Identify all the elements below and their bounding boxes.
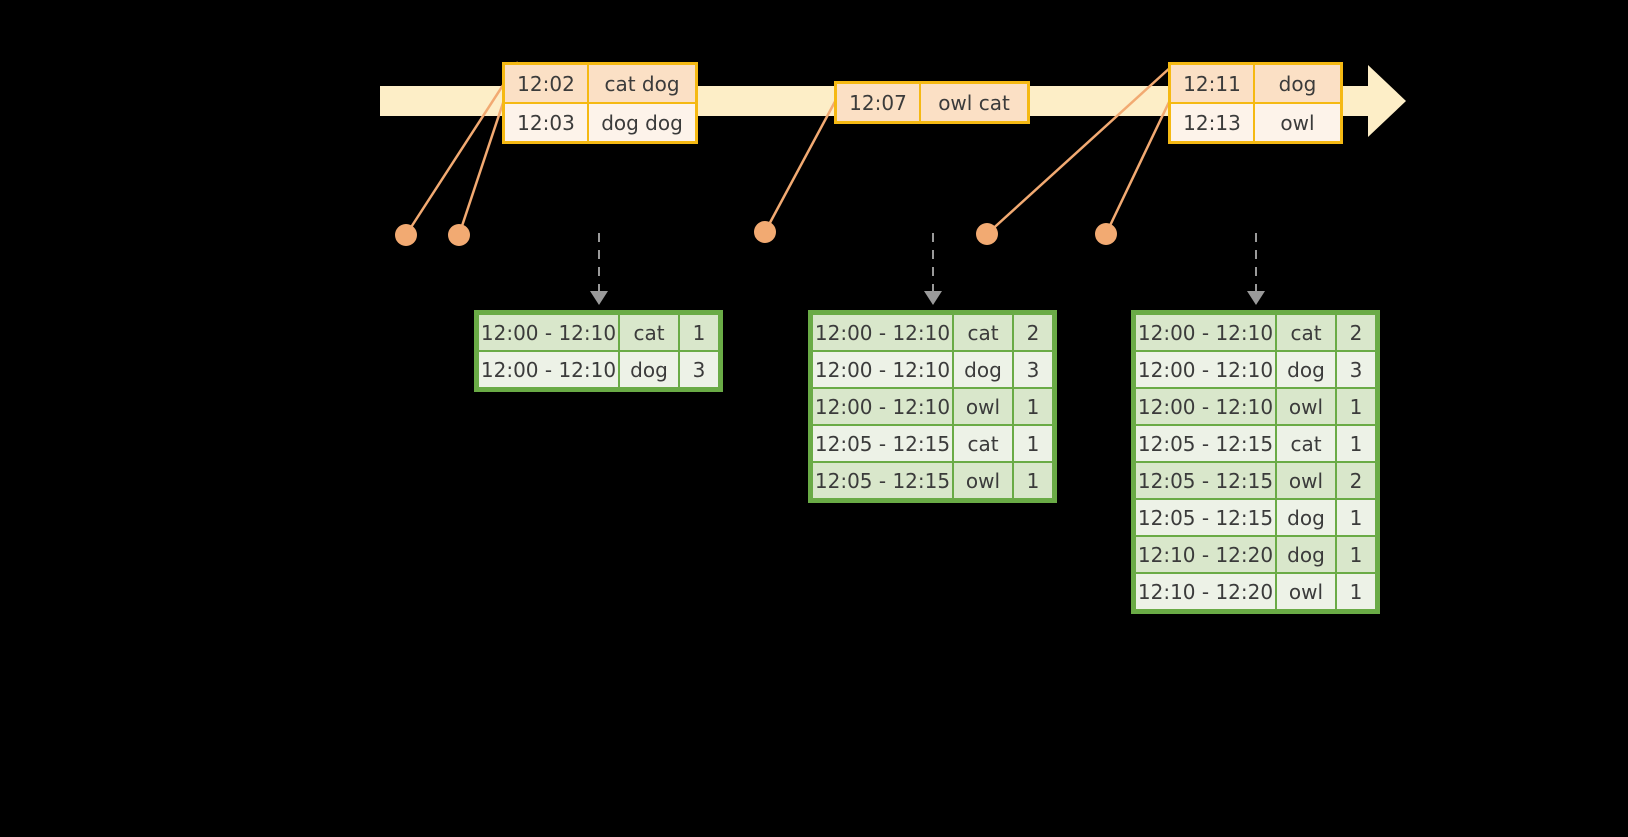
event-words: dog	[1255, 65, 1340, 102]
connector-1-dot	[395, 224, 417, 246]
result-count-cell: 1	[1337, 389, 1375, 424]
result-word-cell: dog	[1277, 537, 1335, 572]
connector-2-dot	[448, 224, 470, 246]
result-count-cell: 1	[1014, 389, 1052, 424]
result-word-cell: owl	[954, 389, 1012, 424]
result-window-cell: 12:05 - 12:15	[813, 426, 952, 461]
event-time: 12:13	[1171, 104, 1255, 141]
result-word-cell: owl	[1277, 389, 1335, 424]
dashed-arrow-3	[1255, 233, 1257, 295]
dashed-arrow-1	[598, 233, 600, 295]
result-word-cell: owl	[1277, 463, 1335, 498]
event-box-1: 12:02 cat dog 12:03 dog dog	[502, 62, 698, 144]
result-window-cell: 12:00 - 12:10	[813, 389, 952, 424]
result-window-cell: 12:00 - 12:10	[1136, 352, 1275, 387]
result-window-cell: 12:05 - 12:15	[1136, 500, 1275, 535]
result-window-cell: 12:10 - 12:20	[1136, 574, 1275, 609]
result-window-cell: 12:00 - 12:10	[1136, 315, 1275, 350]
timeline-arrowhead-icon	[1368, 65, 1406, 137]
event-words: owl cat	[921, 84, 1027, 121]
result-window-cell: 12:00 - 12:10	[1136, 389, 1275, 424]
result-count-cell: 2	[1014, 315, 1052, 350]
result-count-cell: 3	[1014, 352, 1052, 387]
result-count-cell: 1	[1014, 463, 1052, 498]
event-row: 12:03 dog dog	[505, 102, 695, 141]
result-count-cell: 1	[1337, 574, 1375, 609]
result-count-cell: 1	[1337, 537, 1375, 572]
result-count-cell: 1	[1337, 500, 1375, 535]
dashed-arrowhead-3-icon	[1247, 291, 1265, 305]
result-count-cell: 3	[1337, 352, 1375, 387]
result-window-cell: 12:05 - 12:15	[1136, 426, 1275, 461]
connector-5-line	[1104, 99, 1172, 235]
result-word-cell: owl	[954, 463, 1012, 498]
result-window-cell: 12:00 - 12:10	[813, 315, 952, 350]
result-word-cell: dog	[1277, 500, 1335, 535]
event-time: 12:07	[837, 84, 921, 121]
event-row: 12:02 cat dog	[505, 65, 695, 102]
result-word-cell: cat	[1277, 426, 1335, 461]
event-time: 12:11	[1171, 65, 1255, 102]
result-count-cell: 3	[680, 352, 718, 387]
result-word-cell: cat	[1277, 315, 1335, 350]
event-row: 12:11 dog	[1171, 65, 1340, 102]
result-count-cell: 2	[1337, 315, 1375, 350]
dashed-arrowhead-2-icon	[924, 291, 942, 305]
result-window-cell: 12:05 - 12:15	[813, 463, 952, 498]
event-row: 12:07 owl cat	[837, 84, 1027, 121]
result-window-cell: 12:00 - 12:10	[813, 352, 952, 387]
result-count-cell: 1	[680, 315, 718, 350]
result-window-cell: 12:00 - 12:10	[479, 352, 618, 387]
event-words: dog dog	[589, 104, 695, 141]
result-window-cell: 12:05 - 12:15	[1136, 463, 1275, 498]
result-word-cell: cat	[954, 315, 1012, 350]
result-window-cell: 12:00 - 12:10	[479, 315, 618, 350]
connector-5-dot	[1095, 223, 1117, 245]
result-word-cell: dog	[1277, 352, 1335, 387]
connector-3-dot	[754, 221, 776, 243]
connector-3-line	[763, 95, 840, 233]
event-words: cat dog	[589, 65, 695, 102]
event-box-2: 12:07 owl cat	[834, 81, 1030, 124]
result-word-cell: cat	[954, 426, 1012, 461]
dashed-arrow-2	[932, 233, 934, 295]
event-box-3: 12:11 dog 12:13 owl	[1168, 62, 1343, 144]
event-words: owl	[1255, 104, 1340, 141]
dashed-arrowhead-1-icon	[590, 291, 608, 305]
result-count-cell: 1	[1337, 426, 1375, 461]
result-count-cell: 1	[1014, 426, 1052, 461]
result-word-cell: owl	[1277, 574, 1335, 609]
result-count-cell: 2	[1337, 463, 1375, 498]
connector-2-line	[457, 99, 506, 236]
result-word-cell: dog	[954, 352, 1012, 387]
result-word-cell: cat	[620, 315, 678, 350]
result-word-cell: dog	[620, 352, 678, 387]
event-time: 12:02	[505, 65, 589, 102]
result-window-cell: 12:10 - 12:20	[1136, 537, 1275, 572]
event-time: 12:03	[505, 104, 589, 141]
event-row: 12:13 owl	[1171, 102, 1340, 141]
connector-4-dot	[976, 223, 998, 245]
